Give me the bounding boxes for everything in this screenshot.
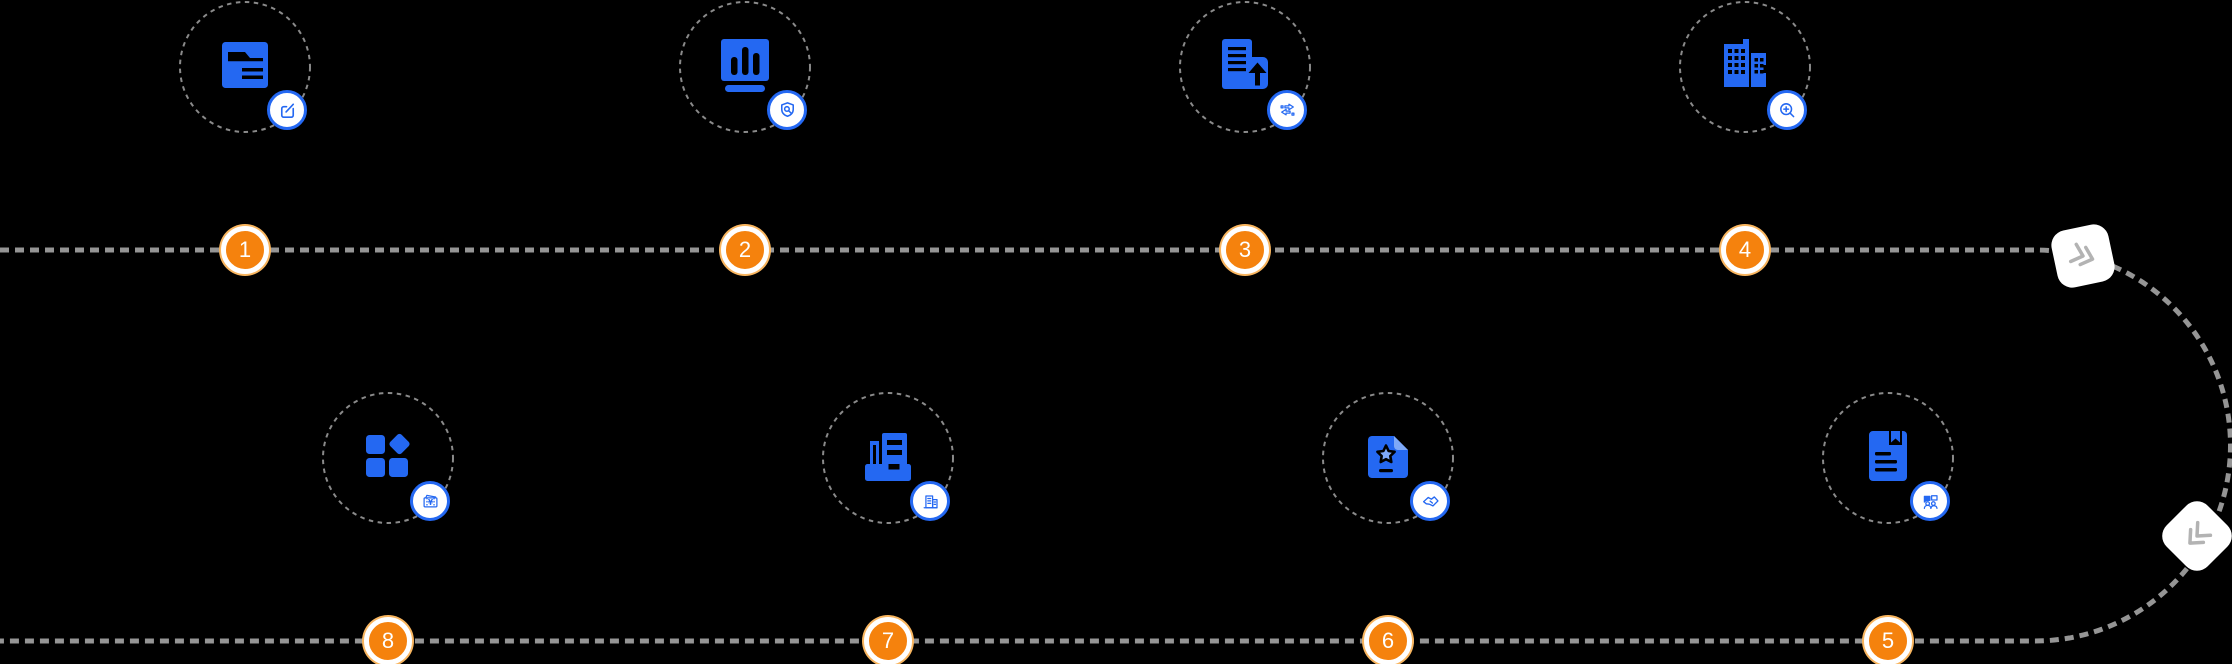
notebook-icon	[1869, 431, 1907, 481]
svg-text:¥: ¥	[427, 497, 433, 506]
step-number-2: 2	[721, 226, 769, 274]
double-chevron-icon	[2188, 520, 2213, 545]
dashed-circle	[679, 1, 811, 133]
folder-document-icon	[222, 42, 268, 88]
bar-chart-board-icon	[721, 39, 769, 92]
dashed-circle	[1322, 392, 1454, 524]
dashed-circle	[1679, 1, 1811, 133]
star-document-icon	[1368, 436, 1408, 478]
step-3	[1178, 0, 1312, 134]
step-number-8: 8	[364, 617, 412, 664]
step-2	[678, 0, 812, 134]
dashed-circle	[1179, 1, 1311, 133]
zoom-in-badge	[1767, 90, 1807, 130]
handshake-badge	[1410, 481, 1450, 521]
step-1	[178, 0, 312, 134]
transfer-arrows-badge	[1267, 90, 1307, 130]
handshake-icon	[1422, 495, 1439, 507]
grid-blocks-icon	[366, 433, 410, 477]
step-number-5: 5	[1864, 617, 1912, 664]
dashed-circle	[179, 1, 311, 133]
shield-search-icon	[780, 101, 794, 117]
step-number-7: 7	[864, 617, 912, 664]
dashed-circle	[1822, 392, 1954, 524]
step-number-4: 4	[1721, 226, 1769, 274]
forward-chevrons-marker-top	[2048, 221, 2118, 291]
archive-box-icon	[865, 433, 911, 481]
banknote-badge: ¥	[410, 481, 450, 521]
zoom-in-icon	[1779, 102, 1794, 117]
step-5	[1821, 391, 1955, 525]
people-chat-badge	[1910, 481, 1950, 521]
edit-icon	[280, 102, 294, 118]
buildings-icon	[1724, 39, 1767, 87]
building-icon	[923, 494, 938, 508]
document-upload-icon	[1222, 39, 1268, 89]
step-7	[821, 391, 955, 525]
transfer-arrows-icon	[1279, 103, 1295, 116]
double-chevron-icon	[2068, 242, 2095, 267]
step-4	[1678, 0, 1812, 134]
dashed-circle	[322, 392, 454, 524]
step-6	[1321, 391, 1455, 525]
banknote-icon: ¥	[422, 494, 438, 507]
step-number-6: 6	[1364, 617, 1412, 664]
step-number-1: 1	[221, 226, 269, 274]
shield-search-badge	[767, 90, 807, 130]
edit-badge	[267, 90, 307, 130]
step-number-3: 3	[1221, 226, 1269, 274]
dashed-circle	[822, 392, 954, 524]
building-badge	[910, 481, 950, 521]
people-chat-icon	[1923, 494, 1938, 509]
step-8: ¥	[321, 391, 455, 525]
forward-chevrons-marker-bottom	[2155, 494, 2232, 578]
